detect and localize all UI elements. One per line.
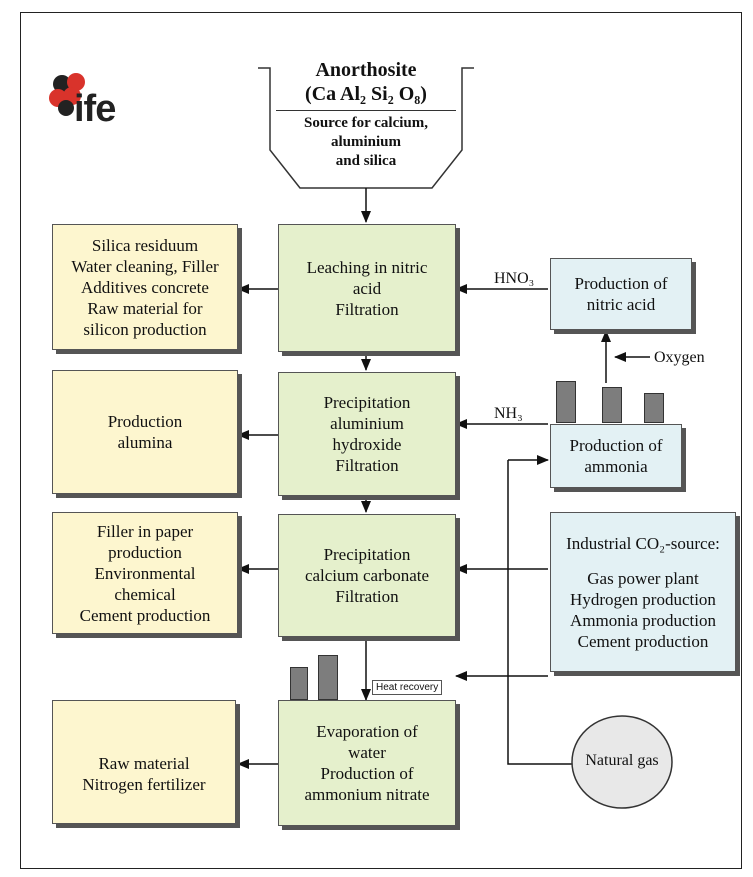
chimney-4: [290, 667, 308, 700]
silica-line-3: Additives concrete: [81, 277, 209, 297]
source-title: Anorthosite: [315, 59, 417, 81]
chimney-5: [318, 655, 338, 700]
caco3-line-5: Cement production: [79, 605, 211, 625]
line-natural-gas: [507, 460, 575, 765]
alumina-line-1: Production: [107, 412, 183, 431]
input-co2-source: Industrial CO₂-source: Gas power plant H…: [550, 512, 736, 672]
evaporation-line-1: Evaporation of: [316, 722, 418, 741]
source-block: Anorthosite (Ca Al₂ Si₂ O₈) Source for c…: [276, 58, 456, 171]
evaporation-line-3: Production of: [320, 764, 414, 783]
label-heat-recovery: Heat recovery: [372, 680, 443, 695]
ammonia-line-1: Production of: [569, 436, 663, 455]
process-evaporation: Evaporation of water Production of ammon…: [278, 700, 456, 826]
source-line-2: aluminium: [330, 134, 402, 150]
product-fertilizer: Raw material Nitrogen fertilizer: [52, 700, 236, 824]
co2-item-4: Cement production: [577, 631, 709, 651]
natural-gas-label: Natural gas: [585, 752, 659, 769]
logo-mark-icon: [49, 73, 85, 116]
source-divider: [276, 110, 456, 111]
precip-al-line-3: hydroxide: [332, 435, 402, 454]
leaching-line-2: acid: [352, 278, 382, 298]
leaching-line-1: Leaching in nitric: [306, 257, 428, 277]
ammonia-line-2: ammonia: [584, 457, 648, 476]
precip-ca-line-1: Precipitation: [323, 545, 411, 564]
co2-item-1: Gas power plant: [587, 568, 699, 588]
label-hno3: HNO₃: [494, 270, 535, 287]
evaporation-line-2: water: [348, 743, 386, 762]
label-oxygen: Oxygen: [654, 349, 705, 366]
natural-gas-circle: [571, 715, 673, 809]
product-silica: Silica residuum Water cleaning, Filler A…: [52, 224, 238, 350]
fertilizer-line-2: Nitrogen fertilizer: [82, 775, 206, 794]
input-ammonia: Production of ammonia: [550, 424, 682, 488]
precip-al-line-2: aluminium: [330, 414, 404, 433]
precip-ca-line-2: calcium carbonate: [304, 566, 430, 585]
label-nh3: NH₃: [494, 405, 523, 422]
ife-logo: ife: [44, 72, 144, 132]
silica-line-2: Water cleaning, Filler: [71, 256, 219, 276]
co2-item-2: Hydrogen production: [570, 589, 716, 609]
product-alumina: Production alumina: [52, 370, 238, 494]
logo-text: ife: [74, 88, 116, 130]
co2-title: Industrial CO₂-source:: [566, 533, 720, 553]
process-precip-aluminium: Precipitation aluminium hydroxide Filtra…: [278, 372, 456, 496]
chimney-2: [602, 387, 622, 423]
caco3-line-4: chemical: [114, 584, 176, 604]
process-leaching: Leaching in nitric acid Filtration: [278, 224, 456, 352]
silica-line-5: silicon production: [83, 319, 207, 339]
input-nitric-acid: Production of nitric acid: [550, 258, 692, 330]
silica-line-1: Silica residuum: [91, 235, 199, 255]
alumina-line-2: alumina: [117, 433, 173, 452]
fertilizer-line-1: Raw material: [98, 754, 190, 773]
silica-line-4: Raw material for: [87, 298, 203, 318]
caco3-line-3: Environmental: [94, 563, 196, 583]
precip-al-line-1: Precipitation: [323, 393, 411, 412]
evaporation-line-4: ammonium nitrate: [304, 785, 430, 804]
caco3-line-1: Filler in paper: [96, 521, 194, 541]
precip-ca-line-3: Filtration: [335, 587, 399, 606]
chimney-1: [556, 381, 576, 423]
leaching-line-3: Filtration: [335, 299, 399, 319]
precip-al-line-4: Filtration: [335, 456, 399, 475]
caco3-line-2: production: [108, 542, 182, 562]
source-formula: (Ca Al₂ Si₂ O₈): [305, 83, 427, 105]
chimney-3: [644, 393, 664, 423]
source-line-3: and silica: [335, 153, 397, 169]
process-precip-calcium: Precipitation calcium carbonate Filtrati…: [278, 514, 456, 637]
nitric-line-1: Production of: [574, 274, 668, 293]
product-calcium-carbonate: Filler in paper production Environmental…: [52, 512, 238, 634]
source-line-1: Source for calcium,: [303, 115, 428, 131]
nitric-line-2: nitric acid: [586, 295, 656, 314]
co2-item-3: Ammonia production: [570, 610, 716, 630]
